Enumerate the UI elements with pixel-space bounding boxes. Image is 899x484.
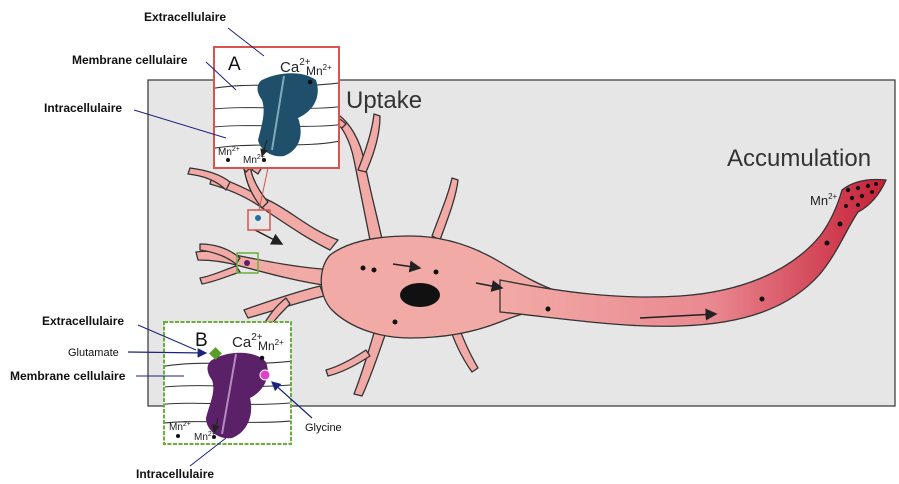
uptake-label: Uptake bbox=[346, 87, 422, 114]
inset-a-letter: A bbox=[228, 54, 241, 75]
inset-a: A Ca2+ Mn2+ Mn2+ Mn2+ bbox=[205, 47, 345, 168]
inset-b-membrane-label: Membrane cellulaire bbox=[10, 369, 126, 383]
inset-a-extracellular-label: Extracellulaire bbox=[144, 10, 226, 24]
inset-b-letter: B bbox=[195, 330, 208, 351]
inset-b-mn-left-dot bbox=[176, 434, 180, 438]
nucleus bbox=[400, 283, 440, 307]
inset-b: B Ca2+ Mn2+ Mn2+ Mn2+ bbox=[155, 322, 300, 444]
inset-b-mn-bottom-dot bbox=[212, 435, 216, 439]
accumulation-label: Accumulation bbox=[727, 145, 871, 172]
inset-a-intracellular-label: Intracellulaire bbox=[44, 101, 122, 115]
glycine-marker bbox=[260, 370, 270, 380]
inset-b-mn-dot bbox=[260, 356, 265, 361]
inset-a-mn-left-dot bbox=[226, 158, 230, 162]
inset-a-membrane-label: Membrane cellulaire bbox=[72, 53, 188, 67]
inset-a-mn-dot bbox=[308, 80, 313, 85]
inset-a-mn-bottom-dot bbox=[262, 158, 266, 162]
inset-b-extracellular-label: Extracellulaire bbox=[42, 314, 124, 328]
inset-b-intracellular-label: Intracellulaire bbox=[136, 467, 214, 481]
glutamate-label: Glutamate bbox=[68, 347, 119, 359]
glycine-label: Glycine bbox=[305, 422, 342, 434]
